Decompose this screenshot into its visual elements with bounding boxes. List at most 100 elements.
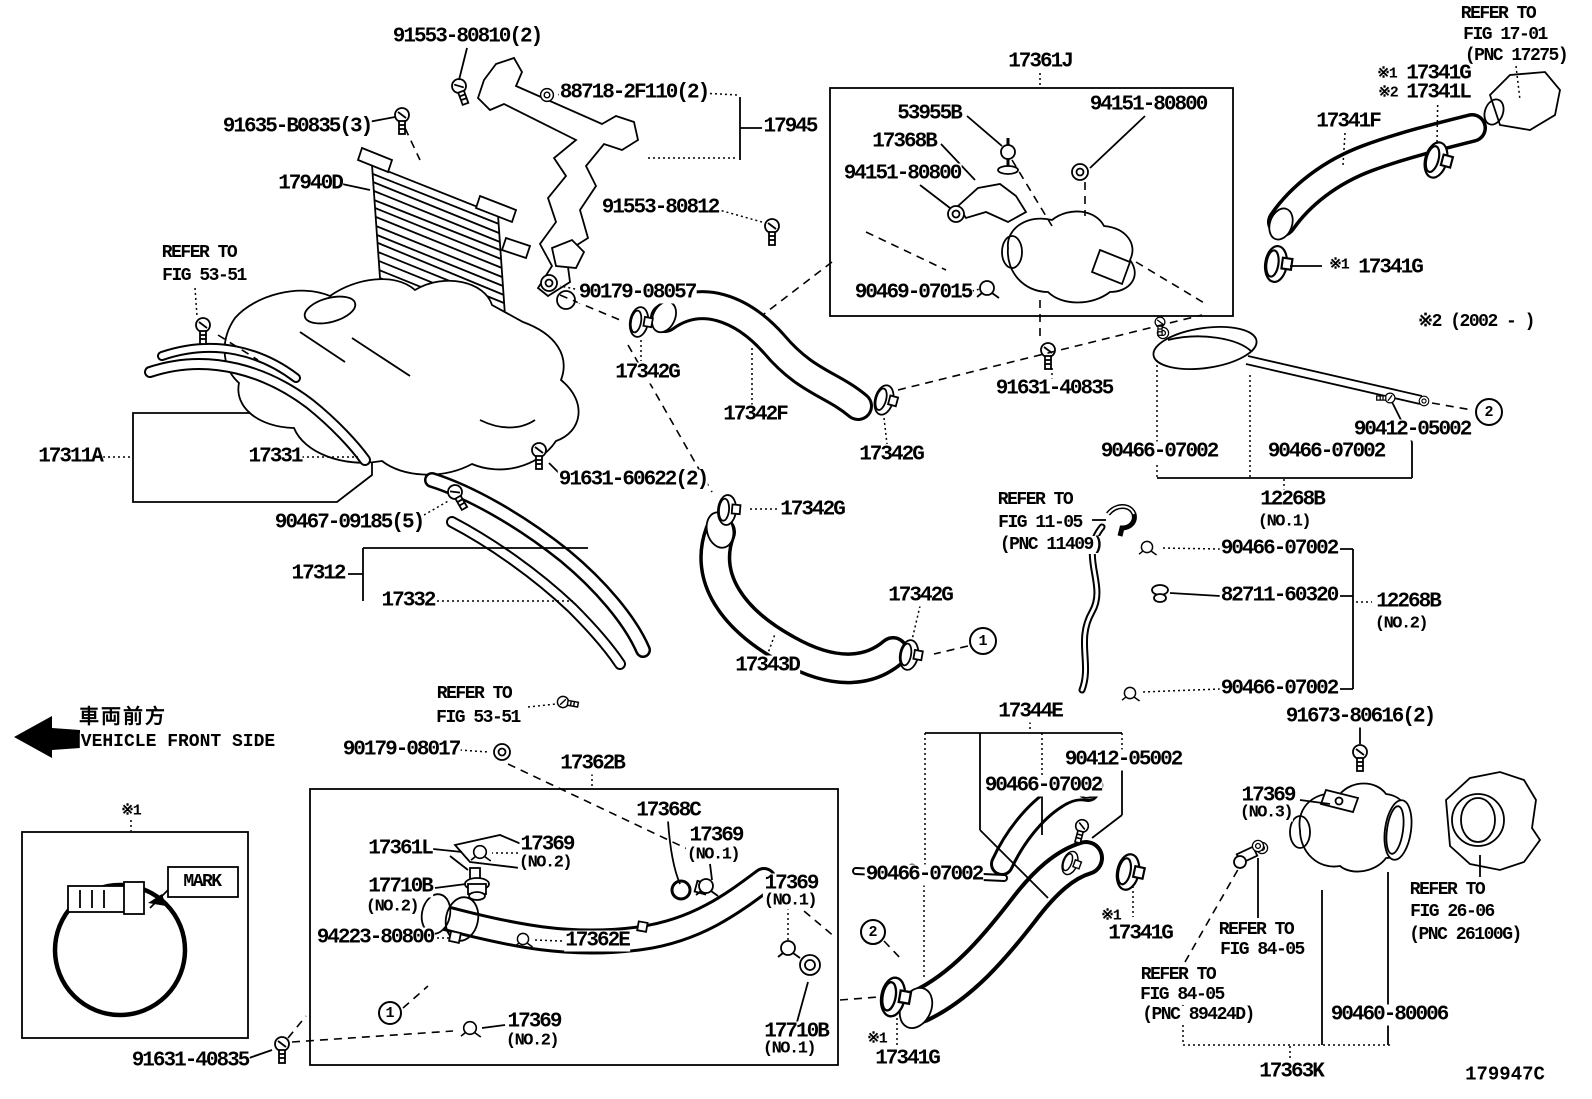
part-label: 17341L: [1405, 81, 1472, 105]
part-label: REFER TO: [996, 490, 1074, 510]
part-label: (PNC 26100G): [1408, 925, 1522, 945]
part-label: 90466-07002: [1266, 440, 1386, 464]
part-label: 17332: [380, 589, 437, 613]
part-label: 17363K: [1258, 1060, 1325, 1084]
part-label: FIG 84-05: [1139, 985, 1225, 1005]
part-label: 17369: [763, 872, 820, 896]
vehicle-front-arrow-icon: [14, 716, 80, 758]
part-label: REFER TO: [1139, 965, 1217, 985]
part-label: 53955B: [896, 102, 963, 126]
callout-circle-1: 1: [969, 627, 997, 655]
part-label: 17361J: [1007, 50, 1074, 74]
part-label: 90412-05002: [1063, 748, 1183, 772]
part-label: 90467-09185(5): [273, 511, 425, 535]
water-outlet-17363k-parts-drawing: [1233, 744, 1542, 873]
part-label: ※2: [1377, 84, 1399, 102]
part-label: ※1: [1376, 65, 1398, 83]
part-label: FIG 11-05: [997, 513, 1083, 533]
callout-circle-2: 2: [860, 919, 886, 945]
part-label: 17342F: [722, 403, 789, 427]
part-label: (NO.1): [761, 1039, 817, 1059]
part-label: 17369: [506, 1010, 563, 1034]
callout-circle-2: 2: [1475, 398, 1503, 426]
part-label: 17362E: [564, 929, 631, 953]
part-label: 90179-08017: [341, 738, 461, 762]
part-label: 90466-07002: [1099, 440, 1219, 464]
part-label: REFER TO: [160, 243, 238, 263]
part-label: REFER TO: [1217, 920, 1295, 940]
hose-17341f-drawing: [1267, 71, 1561, 241]
part-label: VEHICLE FRONT SIDE: [79, 732, 277, 752]
part-label: 17368C: [635, 799, 702, 823]
part-label: 17341G: [874, 1047, 941, 1071]
part-label: FIG 84-05: [1219, 940, 1305, 960]
part-label: FIG 53-51: [161, 266, 247, 286]
wire-12268b-no1-drawing: [1152, 316, 1430, 407]
part-label: 車両前方: [78, 704, 168, 728]
part-label: 17361L: [367, 837, 434, 861]
part-label: 91673-80616(2): [1284, 705, 1436, 729]
part-label: 90460-80006: [1329, 1003, 1449, 1027]
part-label: 82711-60320: [1219, 584, 1339, 608]
part-label: ※1: [120, 802, 142, 820]
part-label: 12268B: [1375, 590, 1442, 614]
clamp-legend-drawing: [52, 881, 188, 1018]
part-label: 17369: [688, 824, 745, 848]
part-label: REFER TO: [435, 684, 513, 704]
part-label: (NO.2): [364, 897, 420, 917]
part-label: 17343D: [734, 654, 801, 678]
part-label: FIG 17-01: [1462, 25, 1548, 45]
part-label: 17342G: [858, 443, 925, 467]
part-label: 88718-2F110(2): [558, 81, 710, 105]
seal-strips-drawing: [144, 342, 651, 670]
part-label: 17311A: [37, 445, 104, 469]
part-label: (NO.2): [504, 1031, 560, 1051]
part-label: 17341G: [1107, 922, 1174, 946]
leader-lines-dotted: [103, 65, 1521, 1060]
part-label: (NO.1): [1256, 512, 1312, 532]
part-label: (PNC 17275): [1463, 46, 1569, 66]
part-label: 91631-40835: [130, 1049, 250, 1073]
part-label: 17369: [519, 833, 576, 857]
part-label: ※2 (2002 - ): [1417, 312, 1535, 332]
part-label: 91635-B0835(3): [221, 115, 373, 139]
part-label: (NO.2): [1373, 614, 1429, 634]
part-label: (NO.2): [517, 853, 573, 873]
part-label: 90466-07002: [1219, 537, 1339, 561]
part-label: 94151-80800: [1088, 93, 1208, 117]
hose-17343d-drawing: [699, 511, 909, 685]
part-label: 17362B: [559, 752, 626, 776]
part-label: 17368B: [871, 130, 938, 154]
part-label: 17341F: [1315, 110, 1382, 134]
hose-17342f-drawing: [650, 290, 873, 421]
part-label: 91553-80812: [600, 196, 720, 220]
part-label: 90469-07015: [853, 281, 973, 305]
part-label: MARK: [182, 872, 222, 892]
part-label: 90179-08057: [577, 281, 697, 305]
part-label: 17341G: [1405, 62, 1472, 86]
air-inlet-17361j-drawing: [947, 138, 1136, 304]
part-label: 91631-40835: [994, 377, 1114, 401]
mounting-bracket-drawing: [476, 56, 640, 310]
part-label: 17342G: [614, 361, 681, 385]
part-label: 91631-60622(2): [557, 468, 709, 492]
part-label: 17341G: [1357, 256, 1424, 280]
callout-circle-1: 1: [378, 1001, 402, 1025]
part-label: FIG 26-06: [1409, 902, 1495, 922]
part-label: (PNC 11409): [998, 535, 1104, 555]
clamps-and-fasteners: [195, 76, 1457, 1064]
part-label: FIG 53-51: [435, 708, 521, 728]
part-label: 91553-80810(2): [391, 25, 543, 49]
part-label: (NO.3): [1238, 803, 1294, 823]
part-label: 90466-07002: [864, 863, 984, 887]
leader-lines-solid: [248, 47, 1481, 1059]
part-label: 17344E: [997, 700, 1064, 724]
part-label: 179947C: [1464, 1063, 1546, 1086]
part-label: 94223-80800: [315, 926, 435, 950]
part-label: (PNC 89424D): [1141, 1005, 1255, 1025]
part-label: (NO.1): [685, 845, 741, 865]
part-label: REFER TO: [1408, 880, 1486, 900]
part-label: 12268B: [1259, 488, 1326, 512]
part-label: 17945: [762, 115, 819, 139]
